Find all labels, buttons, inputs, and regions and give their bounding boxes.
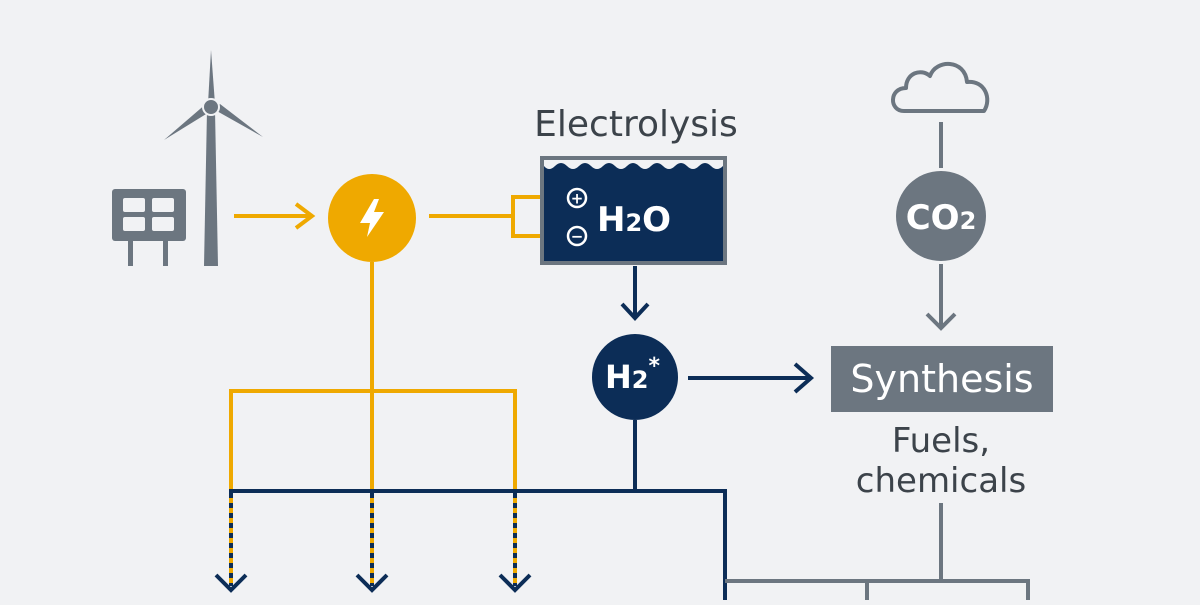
power-flow-lines — [229, 195, 545, 491]
electrolysis-tank: + − H2O — [540, 156, 727, 265]
electrolysis-label: Electrolysis — [534, 104, 738, 145]
wind-turbine-icon — [164, 50, 263, 266]
water-formula: H2O — [597, 200, 671, 240]
co2-formula: CO2 — [906, 198, 977, 238]
lightning-icon — [328, 174, 416, 262]
hydrogen-flow-lines — [229, 266, 815, 600]
solar-panel-icon — [112, 189, 186, 266]
anode-plus-sign: + — [571, 190, 584, 208]
products-label-line2: chemicals — [856, 461, 1026, 501]
synthesis-label: Synthesis — [850, 357, 1033, 401]
output-arrow-1 — [214, 493, 248, 593]
hydrogen-formula: H2* — [605, 354, 660, 396]
cathode-minus-sign: − — [571, 228, 584, 246]
co2-node: CO2 — [896, 171, 986, 261]
products-label-line1: Fuels, — [892, 421, 990, 461]
output-arrow-3 — [498, 493, 532, 593]
hydrogen-node: H2* — [592, 334, 678, 420]
synthesis-box: Synthesis — [831, 346, 1053, 412]
cloud-icon — [891, 61, 990, 113]
output-arrow-2 — [355, 493, 389, 593]
carbon-flow-lines — [725, 122, 1030, 600]
